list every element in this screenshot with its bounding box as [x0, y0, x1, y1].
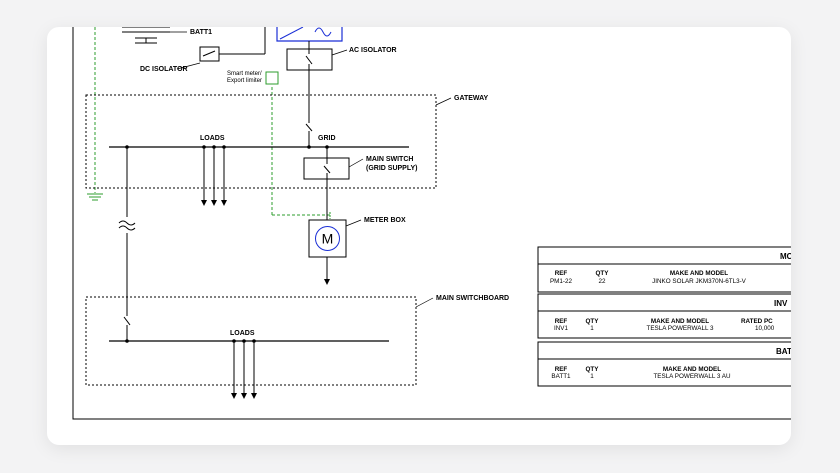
supply-arrow — [324, 279, 330, 285]
modules-cell-model: JINKO SOLAR JKM370N-6TL3-V — [652, 278, 747, 285]
main-switchboard-leader — [415, 297, 434, 308]
smart-meter-data-wire — [271, 87, 331, 219]
inverters-cell-qty: 1 — [590, 325, 594, 332]
ac-isolator-label: AC ISOLATOR — [349, 47, 397, 54]
drawing-frame — [72, 27, 791, 420]
inverters-header-model: MAKE AND MODEL — [651, 318, 709, 325]
dc-isolator-leader — [176, 62, 201, 70]
main-switch-label-1: MAIN SWITCH — [366, 156, 413, 163]
smart-meter-label-1: Smart meter/ — [227, 71, 262, 77]
bus-junction — [307, 145, 311, 149]
grid-label: GRID — [318, 135, 336, 142]
smart-meter-label-2: Export limiter — [227, 78, 262, 84]
bus-junction — [125, 145, 129, 149]
modules-cell-ref: PM1-22 — [550, 278, 573, 285]
break-symbol — [118, 220, 136, 231]
main-switch-symbol — [303, 157, 350, 180]
inverters-table — [537, 293, 791, 339]
gateway-leader — [435, 97, 452, 106]
smart-meter-icon — [265, 71, 279, 85]
dc-isolator-symbol — [199, 27, 266, 62]
bus-junction — [202, 145, 206, 149]
inverters-header-rated: RATED PC — [741, 318, 773, 325]
main-switchboard-label: MAIN SWITCHBOARD — [436, 295, 509, 302]
inverter-symbol — [276, 27, 343, 42]
batteries-header-qty: QTY — [586, 366, 600, 373]
switchboard-load-arrows — [231, 341, 257, 399]
gateway-load-arrows — [201, 147, 227, 206]
gateway-loads-label: LOADS — [200, 135, 225, 142]
main-switch-label-2: (GRID SUPPLY) — [366, 165, 417, 172]
electrical-single-line-diagram: BATT1 DC ISOLATOR AC ISOLATOR Smart mete… — [72, 27, 791, 420]
modules-table-title: MC — [780, 252, 791, 261]
inverters-table-title: INV — [774, 299, 788, 308]
bus-junction — [325, 145, 329, 149]
meter-box-symbol — [308, 219, 347, 258]
switchboard-isolator-switch — [123, 316, 131, 326]
meter-box-leader — [345, 219, 362, 227]
inverters-cell-model: TESLA POWERWALL 3 — [647, 325, 714, 332]
modules-table — [537, 246, 791, 293]
main-switchboard-box — [85, 296, 417, 386]
diagram-card: BATT1 DC ISOLATOR AC ISOLATOR Smart mete… — [47, 27, 791, 445]
bus-junction — [125, 339, 129, 343]
battery-symbol — [122, 27, 170, 44]
batteries-cell-qty: 1 — [590, 373, 594, 380]
inverters-cell-ref: INV1 — [554, 325, 568, 332]
bus-junction — [222, 145, 226, 149]
gateway-box — [85, 94, 437, 189]
earth-wire — [87, 27, 103, 201]
batt1-label: BATT1 — [190, 29, 212, 36]
modules-header-model: MAKE AND MODEL — [670, 270, 728, 277]
inverters-header-ref: REF — [555, 318, 568, 325]
batteries-table — [537, 341, 791, 387]
switchboard-loads-label: LOADS — [230, 330, 255, 337]
batteries-cell-model: TESLA POWERWALL 3 AU — [653, 373, 731, 380]
meter-box-label: METER BOX — [364, 217, 406, 224]
gateway-label: GATEWAY — [454, 95, 489, 102]
ac-isolator-leader — [331, 49, 348, 56]
ac-isolator-symbol — [286, 48, 333, 71]
dc-isolator-label: DC ISOLATOR — [140, 66, 188, 73]
inverters-cell-rated: 10,000 — [755, 325, 775, 332]
batteries-table-title: BAT — [776, 347, 791, 356]
batteries-header-ref: REF — [555, 366, 568, 373]
bus-junction — [212, 145, 216, 149]
modules-cell-qty: 22 — [598, 278, 606, 285]
batteries-header-model: MAKE AND MODEL — [663, 366, 721, 373]
modules-header-ref: REF — [555, 270, 568, 277]
meter-symbol-letter: M — [322, 231, 334, 247]
modules-header-qty: QTY — [596, 270, 610, 277]
batteries-cell-ref: BATT1 — [551, 373, 571, 380]
main-switch-leader — [348, 158, 364, 168]
gateway-isolator-switch — [305, 123, 313, 132]
inverters-header-qty: QTY — [586, 318, 600, 325]
